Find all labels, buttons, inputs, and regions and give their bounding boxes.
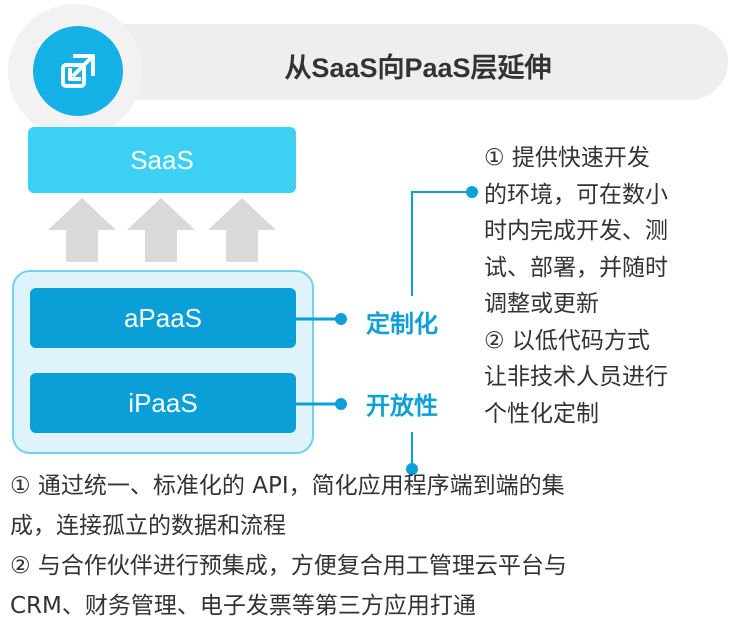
saas-layer: SaaS <box>28 127 296 193</box>
side-note-line: 让非技术人员进行 <box>484 364 668 390</box>
tag-customization: 定制化 <box>366 311 438 338</box>
up-arrow-2 <box>127 198 195 262</box>
bottom-notes: ① 通过统一、标准化的 API，简化应用程序端到端的集 成，连接孤立的数据和流程… <box>10 466 730 626</box>
bottom-note-line: CRM、财务管理、电子发票等第三方应用打通 <box>10 593 476 619</box>
side-note-line: 的环境，可在数小 <box>484 181 668 208</box>
side-note-line: 时内完成开发、测 <box>484 218 668 244</box>
bottom-note-line: 成，连接孤立的数据和流程 <box>10 513 286 539</box>
side-note-line: ② 以低代码方式 <box>484 327 650 354</box>
up-arrow-3 <box>208 198 276 262</box>
ipaas-connector-dot <box>335 398 347 410</box>
header-icon-badge <box>33 26 123 116</box>
bottom-note-line: ② 与合作伙伴进行预集成，方便复合用工管理云平台与 <box>10 553 567 579</box>
bottom-notes-bracket-dot <box>406 463 418 475</box>
side-notes-bracket-dot <box>466 186 478 198</box>
tag-openness: 开放性 <box>366 393 438 420</box>
page-title: 从SaaS向PaaS层延伸 <box>284 53 552 83</box>
side-notes: ① 提供快速开发 的环境，可在数小 时内完成开发、测 试、部署，并随时 调整或更… <box>484 140 730 432</box>
side-notes-bracket <box>411 191 472 296</box>
up-arrow-1 <box>48 198 116 262</box>
side-note-line: 个性化定制 <box>484 400 599 427</box>
apaas-connector-dot <box>335 313 347 325</box>
side-note-line: ① 提供快速开发 <box>484 145 650 171</box>
share-out-icon <box>61 54 95 88</box>
ipaas-layer: iPaaS <box>30 373 296 433</box>
bottom-note-line: ① 通过统一、标准化的 API，简化应用程序端到端的集 <box>10 473 565 499</box>
header-bar <box>70 24 728 100</box>
apaas-layer: aPaaS <box>30 288 296 348</box>
side-note-line: 试、部署，并随时 <box>484 254 668 281</box>
side-note-line: 调整或更新 <box>484 291 599 317</box>
